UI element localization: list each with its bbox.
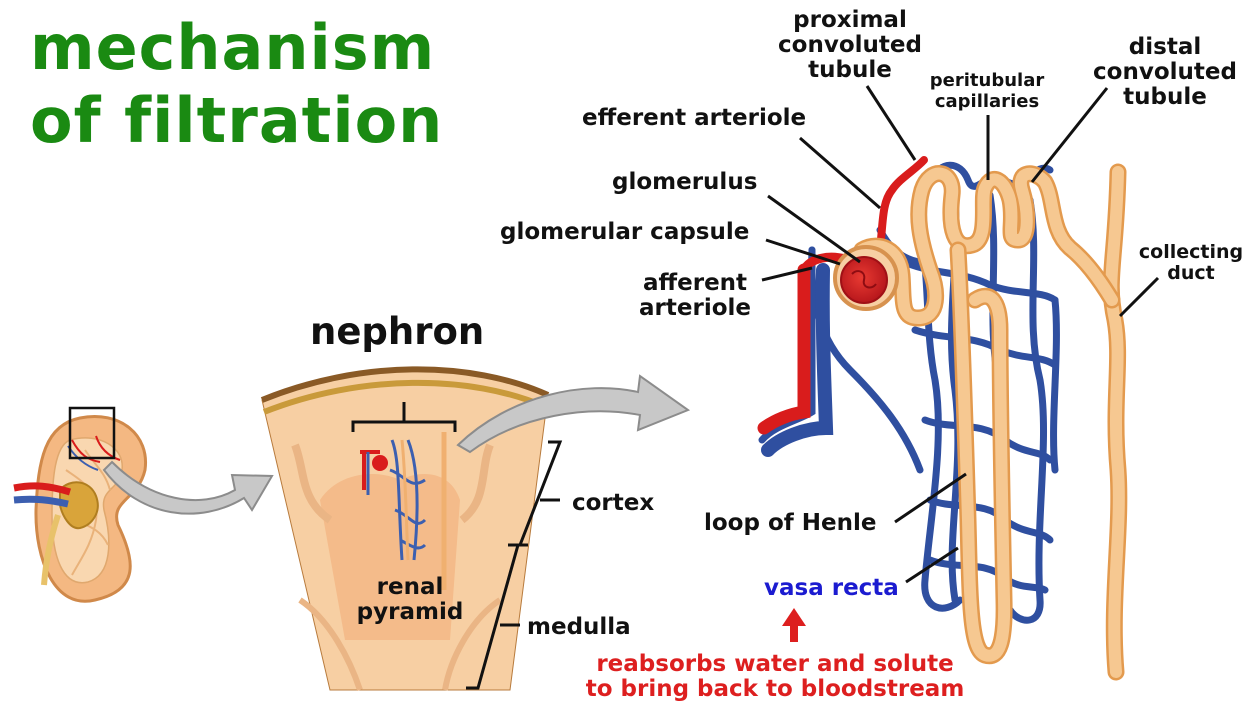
medulla-bracket — [466, 543, 528, 690]
kidney-wedge — [260, 366, 550, 691]
zoom-arrow-2 — [456, 374, 691, 454]
renal-pyramid-line1: renal — [376, 574, 444, 600]
vasa-recta-label: vasa recta — [764, 575, 899, 601]
afferent-line2: arteriole — [639, 295, 751, 321]
peritubular-capillaries-label: peritubular capillaries — [922, 70, 1052, 112]
kidney-illustration — [13, 406, 148, 603]
collecting-line2: duct — [1167, 262, 1215, 284]
proximal-line3: tubule — [808, 57, 892, 83]
proximal-line2: convoluted — [778, 32, 922, 58]
glomerulus-label: glomerulus — [612, 169, 758, 195]
distal-line2: convoluted — [1093, 59, 1237, 85]
loop-of-henle-label: loop of Henle — [704, 510, 877, 536]
up-arrow-icon — [782, 608, 806, 642]
nephron-label: nephron — [310, 310, 485, 353]
renal-pyramid-label: renal pyramid — [350, 575, 470, 625]
distal-line1: distal — [1128, 34, 1202, 60]
peritubular-line2: capillaries — [934, 91, 1040, 112]
proximal-line1: proximal — [793, 7, 907, 33]
zoom-arrow-1 — [102, 460, 274, 515]
efferent-arteriole-label: efferent arteriole — [582, 105, 807, 131]
peritubular-line1: peritubular — [929, 70, 1045, 91]
afferent-line1: afferent — [642, 270, 748, 296]
proximal-tubule-label: proximal convoluted tubule — [765, 8, 935, 83]
reabsorb-line2: to bring back to bloodstream — [585, 676, 965, 702]
distal-line3: tubule — [1123, 84, 1207, 110]
page-title-line1: mechanism — [30, 11, 436, 84]
renal-pyramid-line2: pyramid — [356, 599, 464, 625]
collecting-duct-label: collecting duct — [1130, 242, 1252, 284]
glomerular-capsule-label: glomerular capsule — [500, 219, 750, 245]
page-title-line2: of filtration — [30, 84, 444, 157]
leader-lines — [761, 85, 1160, 584]
reabsorb-line1: reabsorbs water and solute — [596, 651, 954, 677]
medulla-label: medulla — [527, 614, 631, 640]
reabsorb-note: reabsorbs water and solute to bring back… — [560, 652, 990, 702]
cortex-label: cortex — [572, 490, 655, 516]
collecting-line1: collecting — [1138, 241, 1244, 263]
afferent-arteriole-label: afferent arteriole — [628, 271, 762, 321]
cortex-bracket — [508, 440, 563, 547]
distal-tubule-label: distal convoluted tubule — [1080, 35, 1250, 110]
nephron-detail — [757, 156, 1128, 681]
